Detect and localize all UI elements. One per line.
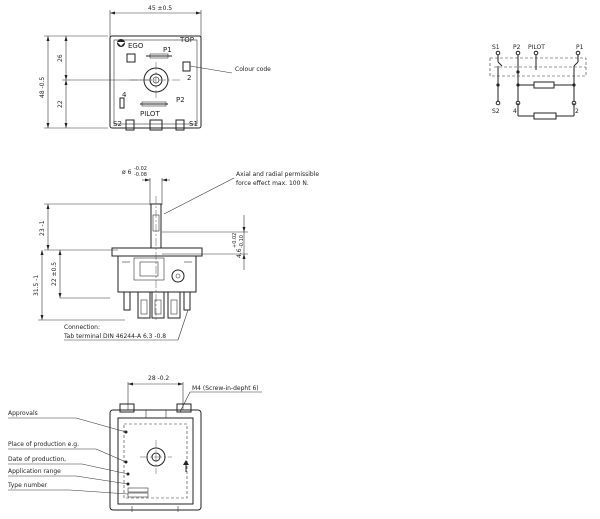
bottom-width-dimension: 28 -0.2 bbox=[148, 375, 169, 382]
ego-logo bbox=[117, 39, 125, 47]
top-height-dimension: 48 -0.5 bbox=[39, 77, 46, 98]
date-callout: Date of production, bbox=[8, 456, 66, 463]
screw-note: M4 (Screw-in-depht 6) bbox=[192, 385, 259, 392]
schematic-p2: P2 bbox=[513, 44, 521, 51]
colour-code-callout: Colour code bbox=[235, 66, 271, 73]
lower-dimension: 22 bbox=[57, 100, 64, 108]
top-width-dimension: 45 ±0.5 bbox=[148, 5, 172, 12]
shaft-tolerance-lower: -0.08 bbox=[134, 172, 147, 178]
approvals-callout: Approvals bbox=[8, 410, 38, 417]
brand-label: EGO bbox=[128, 42, 144, 50]
terminal-p2-label: P2 bbox=[176, 96, 185, 104]
shaft-tolerance-upper: -0.02 bbox=[134, 166, 147, 172]
circuit-schematic: S1 P2 PILOT P1 S2 4 2 bbox=[489, 44, 587, 120]
shaft-length: 23 -1 bbox=[39, 220, 46, 236]
schematic-pilot: PILOT bbox=[528, 44, 545, 51]
flat-tol-lower: -0.10 bbox=[239, 235, 245, 248]
schematic-2: 2 bbox=[575, 108, 579, 115]
terminal-4-label: 4 bbox=[122, 91, 127, 99]
schematic-p1: P1 bbox=[576, 44, 584, 51]
total-height: 31.5 -1 bbox=[33, 275, 40, 296]
top-view: 45 ±0.5 48 -0.5 26 22 EGO TOP P1 2 4 bbox=[39, 5, 271, 131]
flat-length: 4.6 bbox=[236, 248, 243, 258]
upper-dimension: 26 bbox=[57, 54, 64, 62]
terminal-s1-label: S1 bbox=[189, 120, 198, 128]
application-callout: Application range bbox=[8, 468, 61, 475]
bottom-view: 28 -0.2 M4 (Screw-in-depht 6) Approval bbox=[7, 375, 262, 512]
force-note-line1: Axial and radial permissible bbox=[236, 171, 319, 178]
connection-label: Connection: bbox=[64, 324, 100, 331]
side-view: ø 6 -0.02 -0.08 Axial and radial permiss… bbox=[33, 166, 319, 341]
terminal-2-label: 2 bbox=[187, 74, 191, 82]
type-number-callout: Type number bbox=[7, 482, 48, 489]
schematic-4: 4 bbox=[513, 108, 517, 115]
shaft-diameter: ø 6 bbox=[122, 169, 132, 176]
body-height: 22 ±0.5 bbox=[51, 262, 58, 286]
connection-spec: Tab terminal DIN 46244-A 6.3 -0.8 bbox=[63, 333, 166, 340]
terminal-p1-label: P1 bbox=[163, 46, 172, 54]
force-note-line2: force effect max. 100 N. bbox=[236, 180, 309, 187]
place-callout: Place of production e.g. bbox=[8, 441, 79, 448]
flat-tol-upper: +0.02 bbox=[232, 233, 238, 248]
top-label: TOP bbox=[179, 36, 194, 44]
terminal-s2-label: S2 bbox=[113, 120, 122, 128]
pilot-label: PILOT bbox=[140, 110, 160, 118]
schematic-s1: S1 bbox=[492, 44, 500, 51]
schematic-s2: S2 bbox=[492, 108, 500, 115]
